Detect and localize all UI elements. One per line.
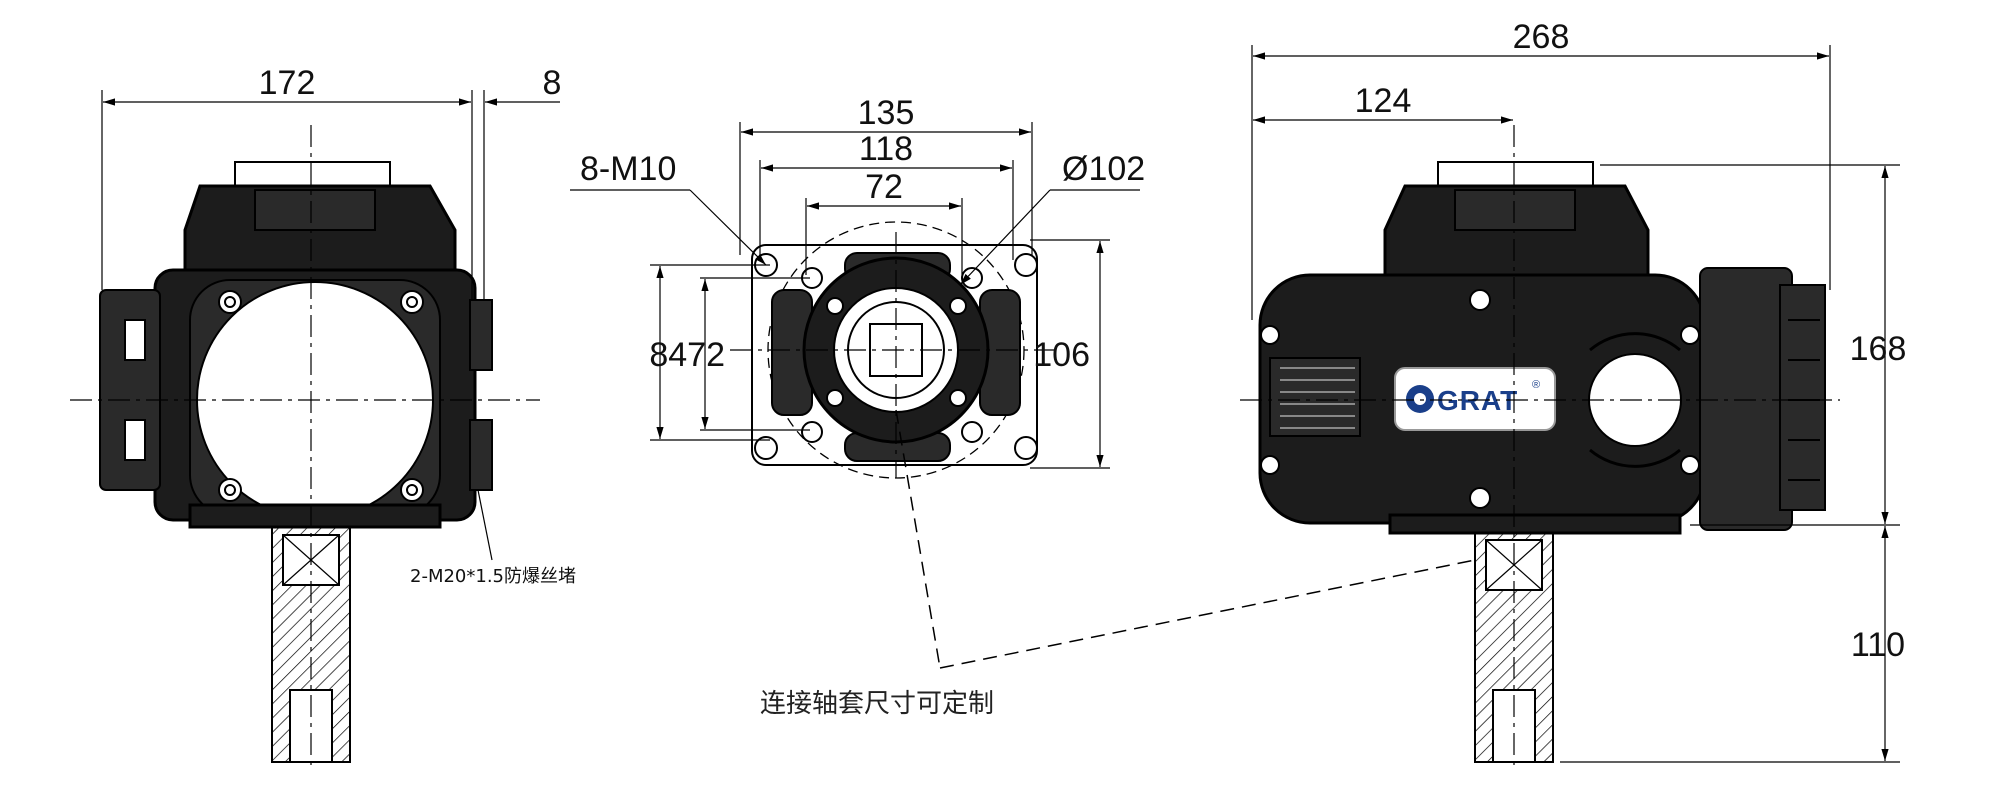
front-left-slot-2	[124, 419, 146, 461]
custom-sleeve-note: 连接轴套尺寸可定制	[760, 689, 994, 719]
dim-72: 72	[865, 168, 903, 206]
front-plug-upper	[469, 299, 493, 371]
side-top-window	[1454, 189, 1576, 231]
dim-8: 8	[543, 64, 562, 102]
dim-118: 118	[859, 130, 913, 168]
front-bottom-flange	[188, 503, 442, 529]
dim-thread: 8-M10	[580, 150, 676, 188]
dim-168: 168	[1850, 330, 1907, 368]
side-vent-fins	[1269, 357, 1361, 437]
plug-note: 2-M20*1.5防爆丝堵	[410, 566, 576, 587]
dim-124: 124	[1355, 82, 1412, 120]
callout-line-right	[939, 559, 1476, 669]
side-bottom-flange	[1388, 513, 1682, 535]
front-top-cap	[234, 161, 391, 188]
flange-view: 8-M10 Ø102 135 118 72 106 8472	[570, 94, 1145, 479]
brand-registered: ®	[1532, 379, 1540, 391]
front-top-window	[254, 189, 376, 231]
front-view: 172 8 2-M20*1.5防爆丝堵	[70, 64, 576, 770]
dim-pair: 8472	[649, 336, 725, 374]
dim-172: 172	[259, 64, 316, 102]
dim-106: 106	[1033, 336, 1090, 374]
plug-leader	[477, 489, 493, 561]
side-top-cap	[1437, 161, 1594, 188]
custom-sleeve-callout: 连接轴套尺寸可定制	[760, 409, 1476, 719]
knob-arrow-bottom	[1589, 448, 1681, 468]
dim-268: 268	[1513, 18, 1570, 56]
side-right-end	[1779, 284, 1826, 511]
front-cover-screws	[218, 290, 424, 502]
side-screws	[1260, 289, 1700, 509]
front-left-slot-1	[124, 319, 146, 361]
dim-110: 110	[1851, 626, 1905, 664]
dim-135: 135	[858, 94, 915, 132]
brand-plate	[1394, 367, 1556, 431]
front-plug-lower	[469, 419, 493, 491]
side-right-cover	[1699, 267, 1793, 531]
knob-arrow-top	[1589, 332, 1681, 352]
dim-pcd: Ø102	[1062, 150, 1145, 188]
side-view: GRAT ® 268 124 168	[1240, 18, 1906, 770]
